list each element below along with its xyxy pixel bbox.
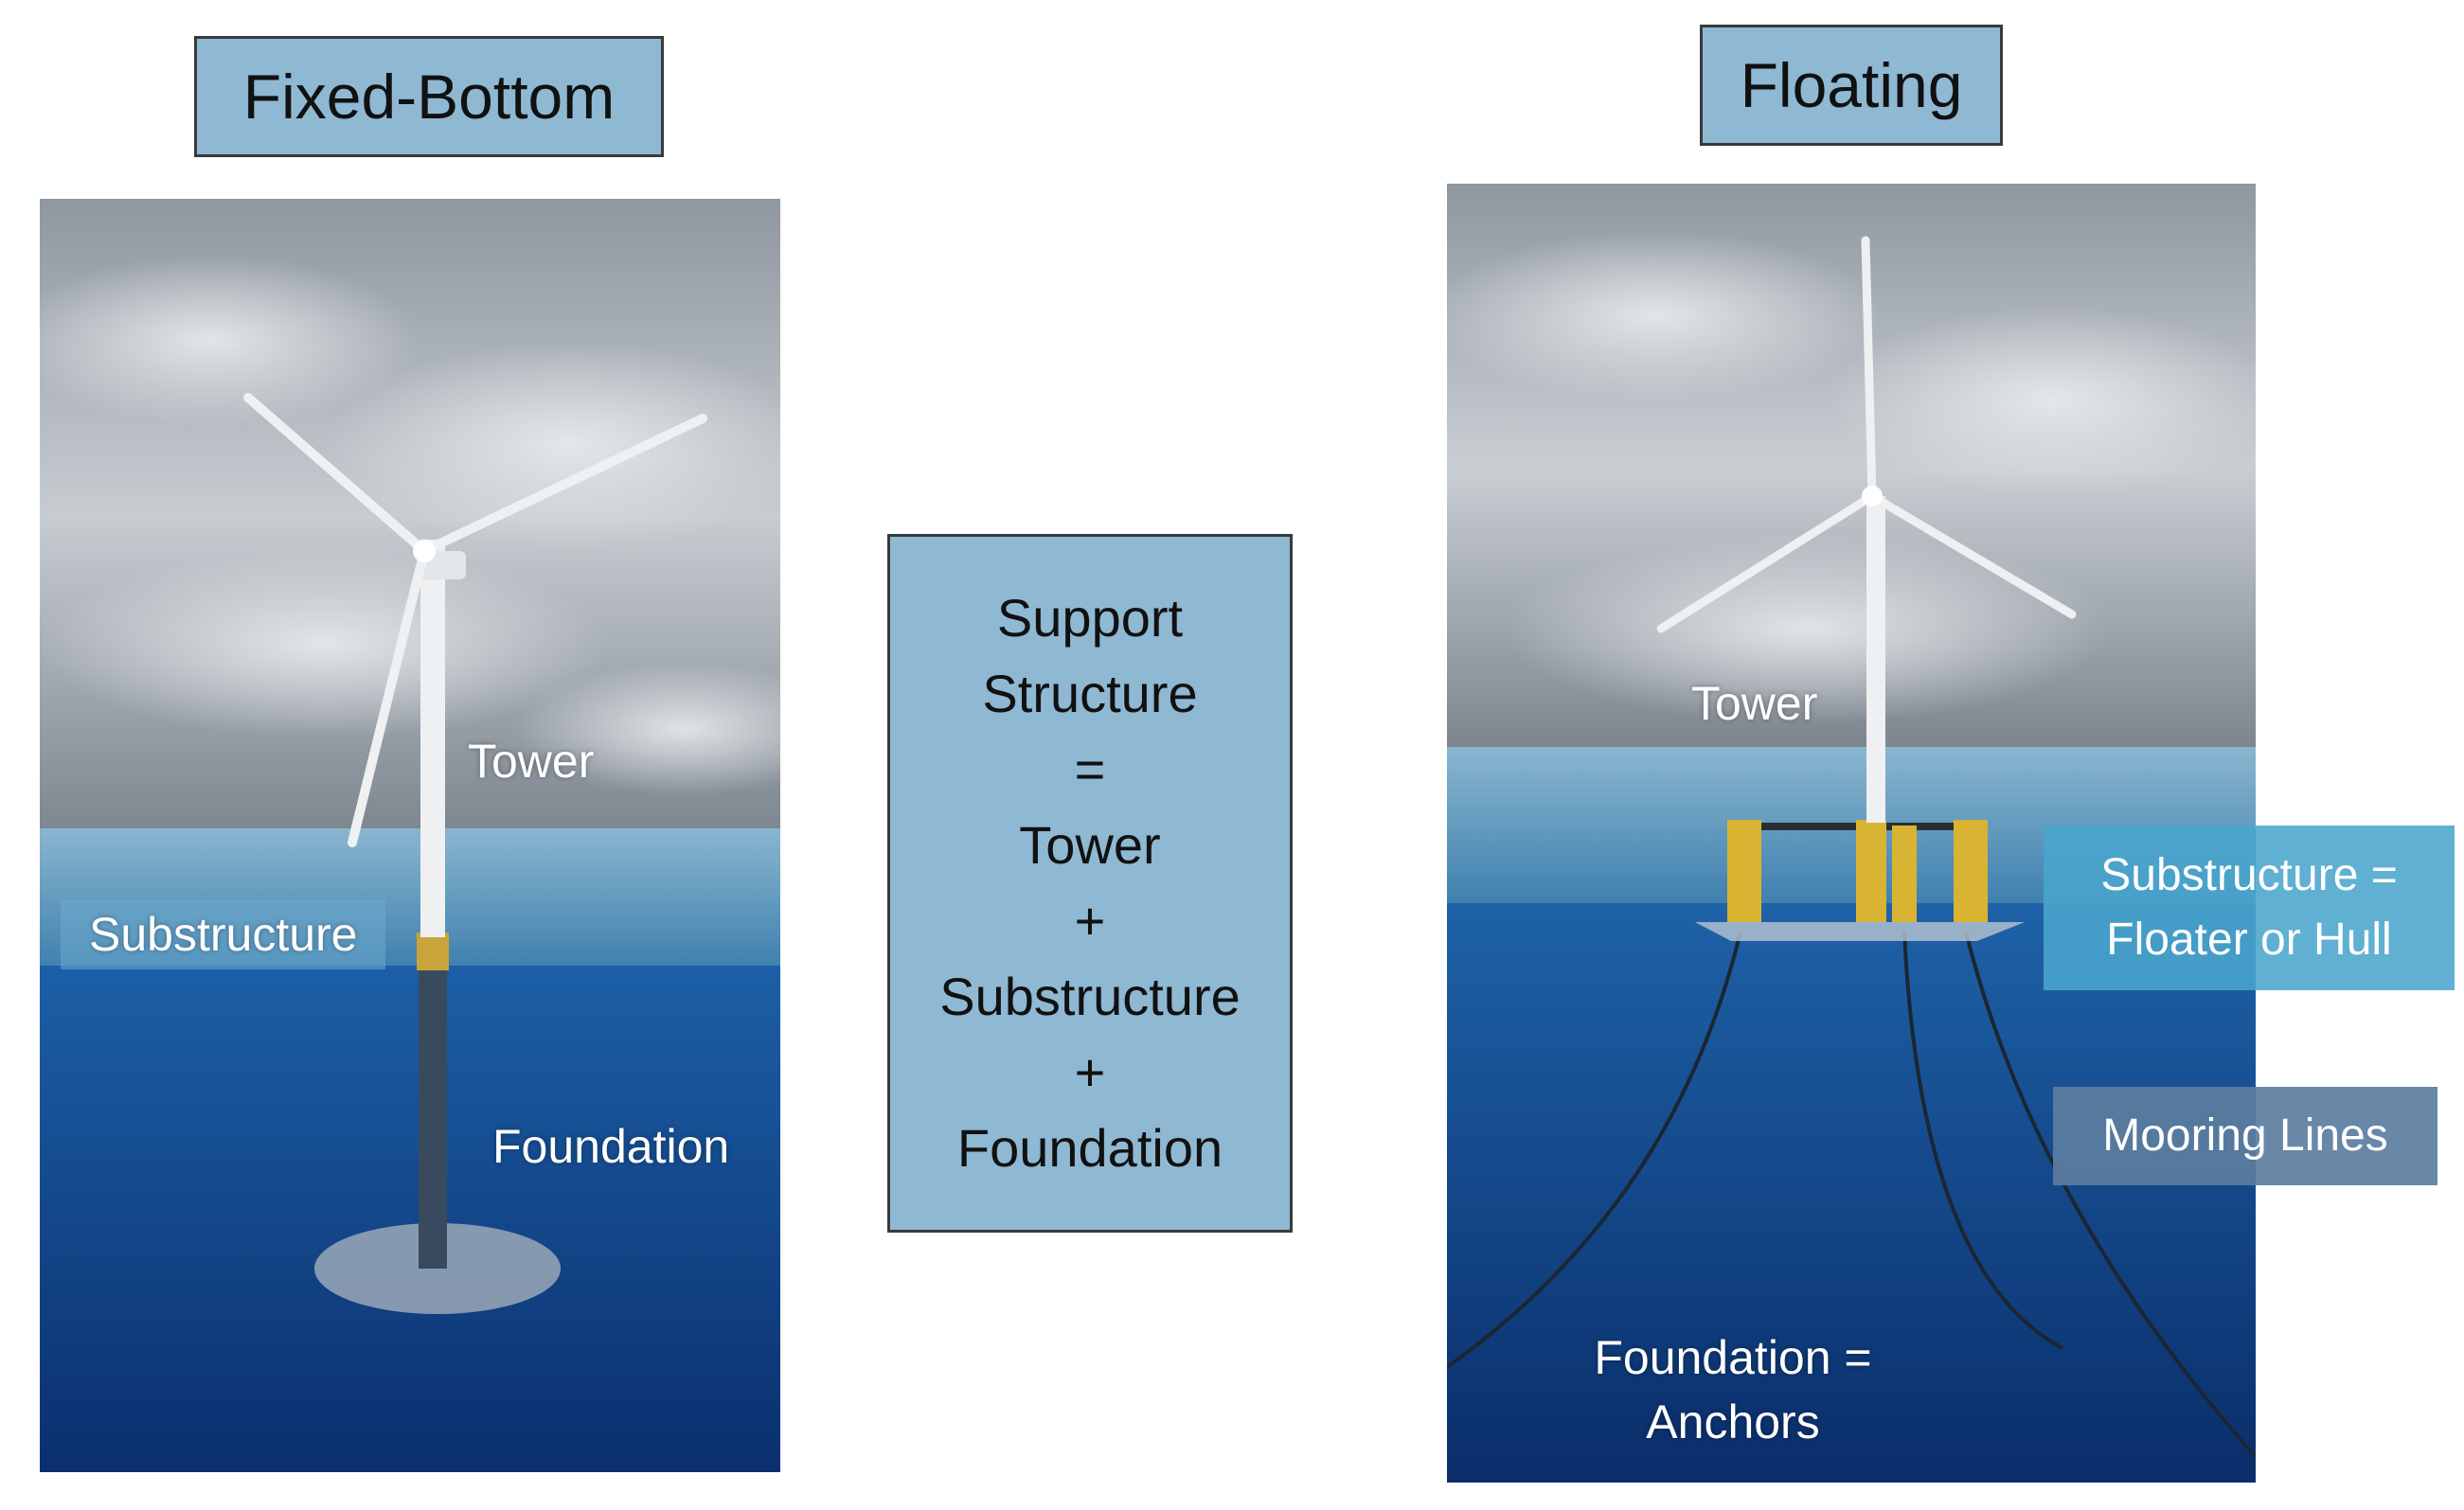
floater-callout-line1: Substructure = <box>2100 850 2398 900</box>
cloud <box>1826 307 2256 496</box>
floating-tower-label: Tower <box>1691 677 1818 730</box>
definition-line: Structure <box>982 664 1198 723</box>
hull-column <box>1856 820 1886 922</box>
definition-line: + <box>1074 1042 1106 1102</box>
cloud <box>40 256 419 426</box>
fixed-bottom-title: Fixed-Bottom <box>194 36 664 157</box>
hub <box>413 540 436 562</box>
hull-column <box>1727 820 1761 922</box>
hull-deck <box>1695 922 2025 941</box>
mooring-lines-callout: Mooring Lines <box>2053 1087 2437 1185</box>
floater-callout-line2: Floater or Hull <box>2106 915 2392 965</box>
definition-line: Tower <box>1019 815 1161 875</box>
floating-title: Floating <box>1700 25 2003 146</box>
fixed-tower-label: Tower <box>468 735 595 788</box>
blade <box>348 546 429 847</box>
fixed-bottom-scene <box>40 199 780 1472</box>
monopile <box>419 956 447 1269</box>
mooring-line <box>1964 931 2256 1459</box>
mooring-line <box>1447 931 1742 1369</box>
hull-column <box>1892 826 1917 922</box>
definition-line: Foundation <box>956 1118 1223 1178</box>
tower-shaft <box>420 540 445 937</box>
definition-line: + <box>1074 891 1106 950</box>
fixed-foundation-label: Foundation <box>492 1120 730 1173</box>
anchors-label-line2: Anchors <box>1646 1395 1820 1448</box>
fixed-bottom-illustration: Tower Substructure Foundation <box>40 199 780 1472</box>
cloud <box>1447 231 1883 401</box>
blade <box>1861 236 1877 501</box>
deep-water <box>40 966 780 1472</box>
hull-brace <box>1731 823 1963 830</box>
cloud <box>1504 534 2110 723</box>
floating-illustration: Tower <box>1447 184 2256 1483</box>
cloud <box>324 341 780 549</box>
hull-column <box>1954 820 1988 922</box>
tower-shaft <box>1866 496 1885 823</box>
blade <box>1656 491 1877 633</box>
hub <box>1862 486 1883 506</box>
mooring-line <box>1902 931 2063 1350</box>
deep-water <box>1447 903 2256 1483</box>
mooring-callout-text: Mooring Lines <box>2102 1110 2388 1161</box>
support-structure-definition: Support Structure = Tower + Substructure… <box>887 534 1293 1233</box>
definition-line: Substructure <box>939 967 1241 1026</box>
blade <box>1867 491 2077 619</box>
floater-hull-callout: Substructure = Floater or Hull <box>2044 826 2455 990</box>
fixed-substructure-label: Substructure <box>61 899 386 969</box>
definition-line: = <box>1074 739 1106 799</box>
anchors-label: Foundation = Anchors <box>1506 1325 1960 1454</box>
transition-piece <box>417 933 449 970</box>
cloud <box>40 549 608 738</box>
blade <box>243 393 429 556</box>
anchors-label-line1: Foundation = <box>1594 1331 1872 1384</box>
cloud <box>513 663 780 795</box>
definition-line: Support <box>996 588 1184 648</box>
blade <box>420 414 707 556</box>
floating-scene <box>1447 184 2256 1483</box>
